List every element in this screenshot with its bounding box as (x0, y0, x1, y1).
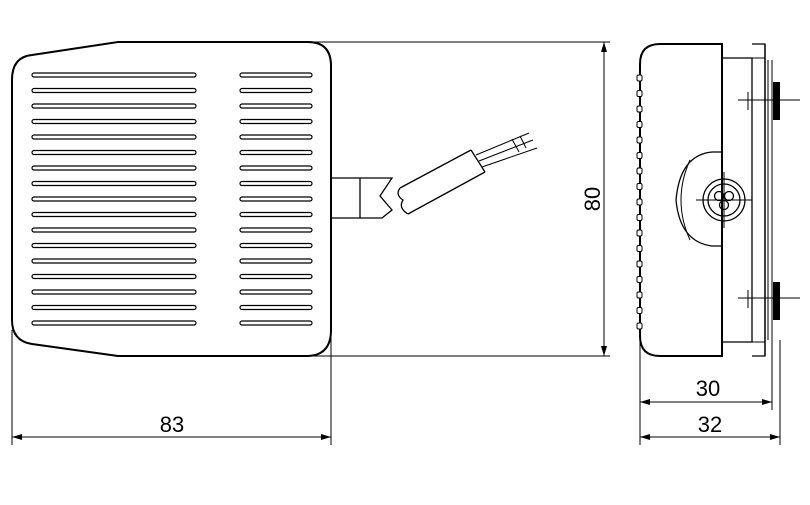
side-rib (636, 183, 643, 190)
side-rib (636, 307, 643, 314)
vent-slot-left (31, 304, 197, 311)
side-gland (696, 172, 752, 228)
front-view: 80 83 (11, 41, 610, 445)
vent-slot-left (31, 227, 197, 233)
vent-slot-left (31, 242, 197, 249)
gland-recess (675, 151, 722, 247)
side-rib (636, 322, 643, 330)
side-rib (636, 90, 643, 97)
vent-slot-left (31, 273, 197, 280)
vent-slot-left (31, 118, 197, 125)
side-view: 30 32 (636, 43, 800, 445)
dim-label-83: 83 (160, 412, 184, 437)
bottom-screw (738, 282, 800, 320)
vent-slot-right (239, 72, 313, 78)
cable (397, 132, 538, 215)
vent-slot-left (31, 134, 197, 140)
side-rib (636, 245, 643, 252)
dim-label-80: 80 (580, 187, 605, 211)
dim-label-32: 32 (698, 412, 722, 437)
cable-gland (331, 177, 394, 219)
side-rib (636, 167, 643, 175)
vent-slot-left (31, 289, 197, 295)
vent-slot-right (239, 103, 313, 109)
vent-slot-left (31, 320, 197, 326)
side-rib (636, 198, 643, 206)
vent-slot-left (31, 149, 197, 156)
vent-slot-right (239, 87, 313, 94)
side-rib (636, 214, 643, 221)
side-body-outline (639, 43, 723, 357)
side-rib (636, 260, 643, 268)
vent-slot-left (31, 103, 197, 109)
vent-slots (31, 72, 313, 326)
side-rib (636, 276, 643, 283)
vent-slot-right (239, 211, 313, 218)
vent-slot-right (239, 258, 313, 264)
vent-slot-right (239, 134, 313, 140)
vent-slot-right (239, 149, 313, 156)
vent-slot-right (239, 273, 313, 280)
vent-slot-right (239, 320, 313, 326)
vent-slot-left (31, 211, 197, 218)
side-rib (636, 136, 643, 144)
dim-label-30: 30 (696, 376, 720, 401)
vent-slot-left (31, 87, 197, 94)
vent-slot-right (239, 289, 313, 295)
top-screw (738, 82, 800, 120)
side-rib (636, 74, 643, 82)
vent-slot-left (31, 196, 197, 202)
vent-slot-right (239, 165, 313, 171)
side-rib (636, 229, 643, 237)
side-rib (636, 291, 643, 299)
vent-slot-right (239, 118, 313, 125)
vent-slot-right (239, 180, 313, 187)
vent-slot-right (239, 242, 313, 249)
vent-slot-left (31, 258, 197, 264)
side-rib (636, 105, 643, 113)
side-rib (636, 121, 643, 128)
side-ribs (636, 74, 643, 330)
vent-slot-left (31, 72, 197, 78)
side-rib (636, 152, 643, 159)
vent-slot-right (239, 196, 313, 202)
vent-slot-right (239, 304, 313, 311)
vent-slot-left (31, 180, 197, 187)
vent-slot-left (31, 165, 197, 171)
vent-slot-right (239, 227, 313, 233)
